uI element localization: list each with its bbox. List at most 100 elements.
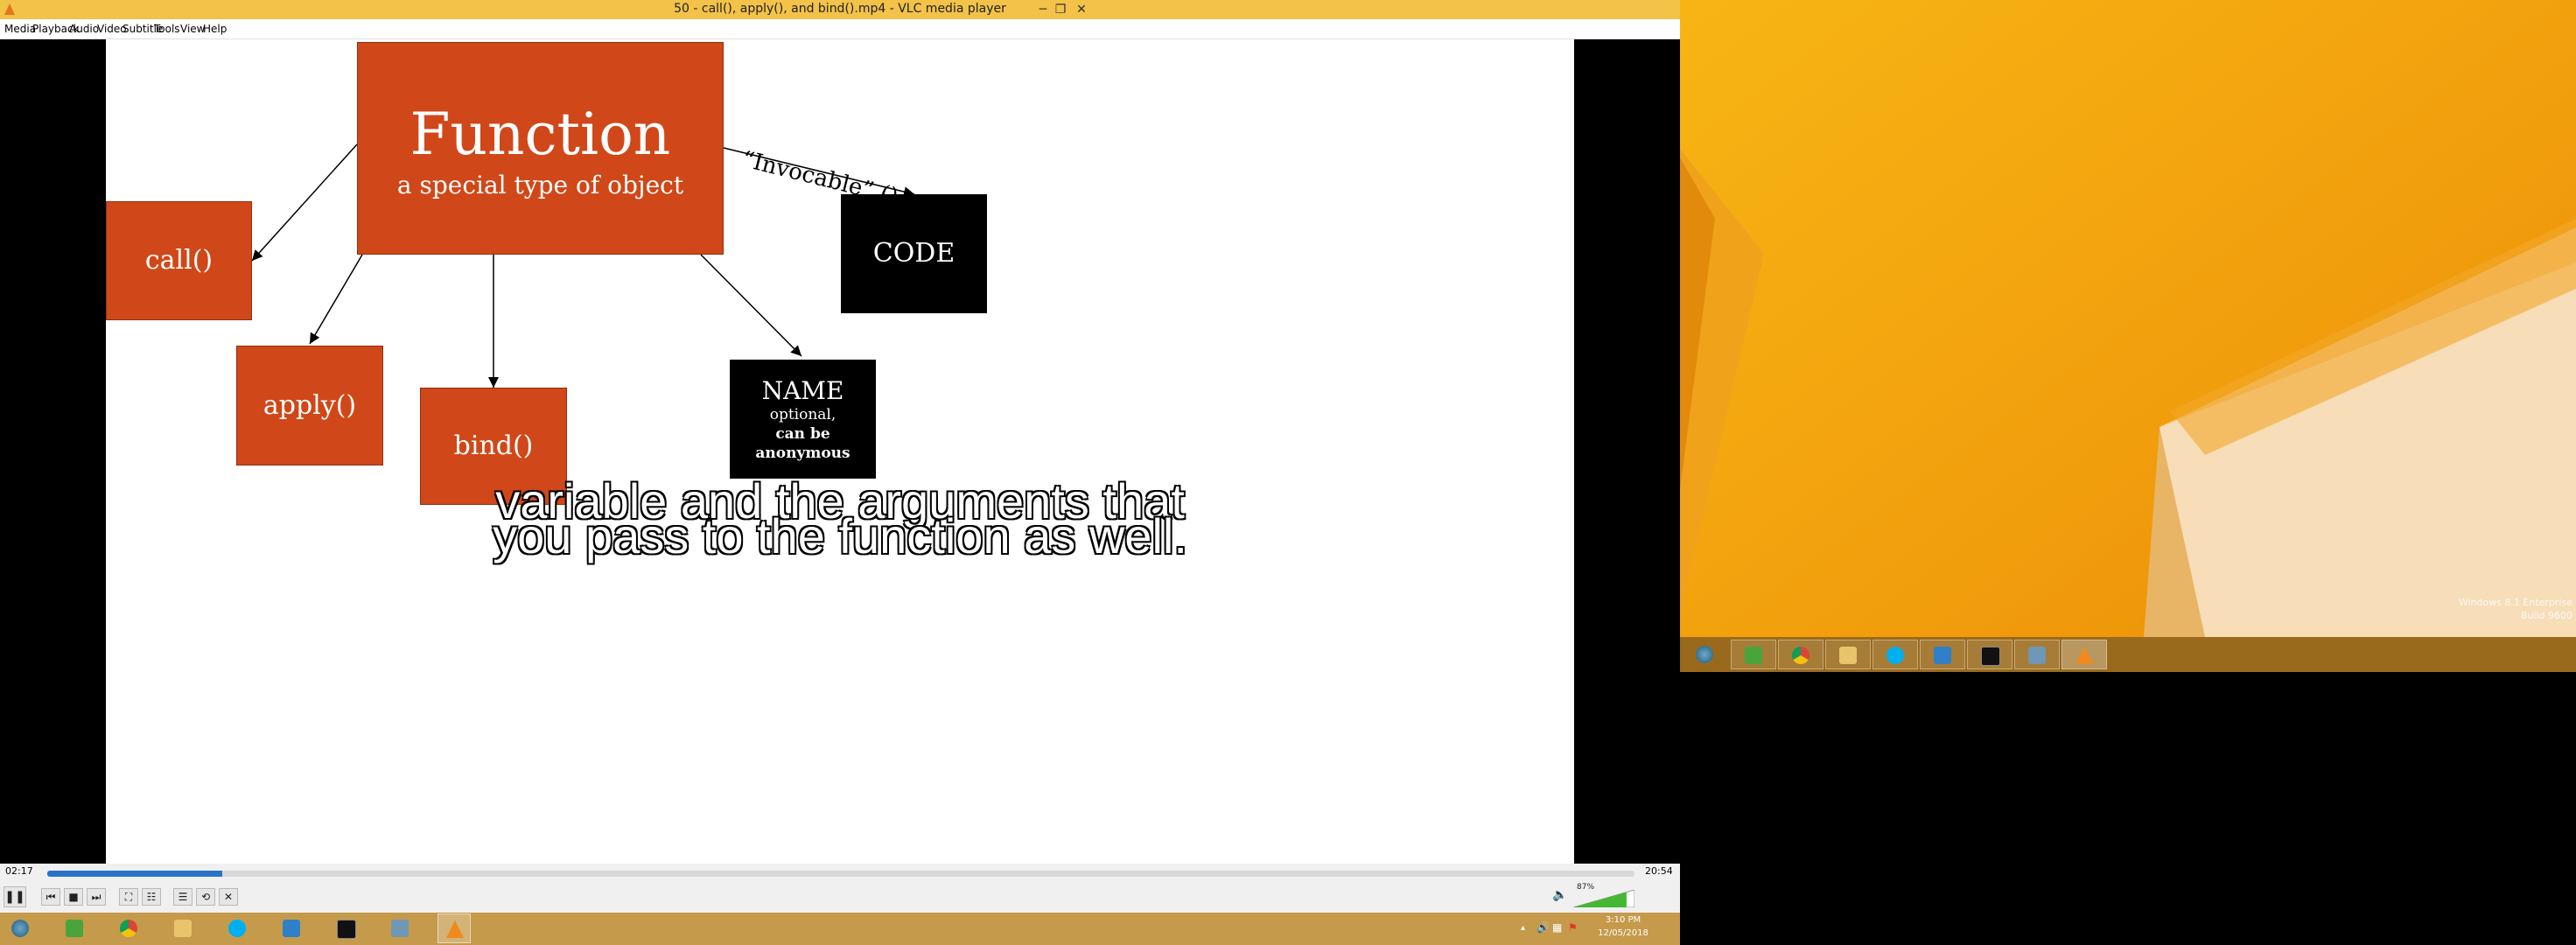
secondary-taskbar-chrome[interactable] [1778,640,1824,669]
secondary-taskbar [1680,637,2576,672]
name-line3: anonymous [755,444,850,462]
tray-chevron-icon[interactable]: ▴ [1521,923,1526,933]
bind-label: bind() [453,430,534,461]
file-manager-icon [1745,647,1762,664]
name-box: NAME optional, can be anonymous [730,360,876,479]
player-controls: 02:17 20:54 ❚❚ ⏮ ■ ⏭ ⛶ ☷ ☰ ⟲ ✕ 🔈 87% [0,864,1680,913]
menu-tools[interactable]: Tools [154,23,180,35]
menu-audio[interactable]: Audio [69,23,100,35]
taskbar-cmd[interactable] [329,914,362,943]
function-subtitle: a special type of object [396,171,684,200]
vscode-icon [283,920,300,937]
volume-level [1573,892,1627,907]
tray-flag-icon[interactable]: ⚑ [1568,921,1578,934]
next-icon: ⏭ [91,891,102,903]
remote-desktop-icon [2028,647,2046,664]
vlc-app-icon[interactable] [4,4,15,15]
arrow-to-call [251,144,358,262]
volume-slider[interactable] [1573,890,1634,907]
video-frame: Function a special type of object “Invoc… [106,39,1574,864]
clock-time[interactable]: 3:10 PM [1605,915,1642,925]
function-box: Function a special type of object [357,42,724,255]
start-button[interactable] [4,914,37,943]
diagram-arrows [251,144,915,388]
total-time[interactable]: 20:54 [1645,865,1673,877]
taskbar-skype[interactable] [220,914,254,943]
file-manager-icon [66,920,83,937]
elapsed-time[interactable]: 02:17 [5,865,33,877]
taskbar-explorer[interactable] [166,914,200,943]
shuffle-button[interactable]: ✕ [219,888,238,906]
close-button[interactable]: ✕ [1076,3,1087,17]
windows-watermark-line1: Windows 8.1 Enterprise [2458,597,2572,608]
pause-button[interactable]: ❚❚ [4,886,26,907]
menu-video[interactable]: Video [97,23,127,35]
secondary-start-button[interactable] [1684,640,1729,669]
menu-playback[interactable]: Playback [32,23,80,35]
previous-icon: ⏮ [46,891,56,903]
taskbar-file-manager[interactable] [58,914,91,943]
taskbar-remote-desktop[interactable] [383,914,416,943]
fullscreen-button[interactable]: ⛶ [119,888,138,906]
speaker-icon[interactable]: 🔈 [1552,888,1568,902]
stop-button[interactable]: ■ [64,888,83,906]
seek-bar[interactable] [47,871,1634,877]
taskbar-vscode[interactable] [275,914,308,943]
volume-percent: 87% [1577,883,1595,892]
menu-media[interactable]: Media [4,23,37,35]
clock-date[interactable]: 12/05/2018 [1598,928,1648,938]
secondary-desktop: Windows 8.1 Enterprise Build 9600 [1680,0,2576,945]
apply-label: apply() [262,390,357,421]
secondary-taskbar-file-manager[interactable] [1731,640,1776,669]
previous-button[interactable]: ⏮ [41,888,60,906]
skype-icon [1886,647,1904,664]
menu-help[interactable]: Help [203,23,228,35]
skype-icon [228,920,246,937]
secondary-taskbar-cmd[interactable] [1967,640,2012,669]
shuffle-icon: ✕ [223,891,234,903]
loop-button[interactable]: ⟲ [196,888,215,906]
secondary-taskbar-skype[interactable] [1872,640,1918,669]
taskbar-vlc[interactable] [438,914,471,943]
vlc-window: 50 - call(), apply(), and bind().mp4 - V… [0,0,1680,945]
next-button[interactable]: ⏭ [87,888,106,906]
cmd-icon [337,920,356,939]
name-line1: optional, [769,406,836,424]
call-box: call() [106,201,252,320]
playlist-button[interactable]: ☰ [173,888,192,906]
menu-subtitle[interactable]: Subtitle [122,23,164,35]
equalizer-icon: ☷ [146,891,157,903]
extended-settings-button[interactable]: ☷ [142,888,161,906]
arrow-to-name [700,254,802,357]
window-title: 50 - call(), apply(), and bind().mp4 - V… [674,2,1006,16]
tray-network-icon[interactable]: ▦ [1552,921,1563,934]
loop-icon: ⟲ [200,891,211,903]
title-bar[interactable]: 50 - call(), apply(), and bind().mp4 - V… [0,0,1680,19]
secondary-taskbar-explorer[interactable] [1825,640,1871,669]
name-title: NAME [761,376,844,405]
vlc-icon [446,920,464,938]
secondary-taskbar-vlc[interactable] [2062,640,2107,669]
code-label: CODE [872,238,956,269]
taskbar: ▴ 🔊 ▦ ⚑ 3:10 PM 12/05/2018 [0,913,1680,945]
video-area[interactable]: Function a special type of object “Invoc… [0,39,1680,864]
desktop-wallpaper[interactable]: Windows 8.1 Enterprise Build 9600 [1680,0,2576,672]
windows-watermark-line2: Build 9600 [2520,610,2572,621]
vlc-icon [2076,647,2093,664]
apply-box: apply() [236,346,383,466]
taskbar-chrome[interactable] [112,914,145,943]
minimize-button[interactable]: ─ [1039,3,1047,17]
subtitle-line-2: you pass to the function as well. [492,508,1188,564]
name-line2: can be [775,425,830,443]
tray-volume-icon[interactable]: 🔊 [1536,921,1550,934]
call-label: call() [144,245,214,276]
secondary-taskbar-remote-desktop[interactable] [2014,640,2060,669]
seek-bar-fill [47,871,222,877]
subtitle-line-1: variable and the arguments that [494,473,1186,528]
menu-bar: Media Playback Audio Video Subtitle Tool… [0,19,1680,39]
menu-view[interactable]: View [180,23,206,35]
secondary-taskbar-vscode[interactable] [1920,640,1965,669]
restore-button[interactable]: ❐ [1054,3,1067,17]
folder-icon [174,920,192,937]
start-orb-icon [1696,646,1713,663]
